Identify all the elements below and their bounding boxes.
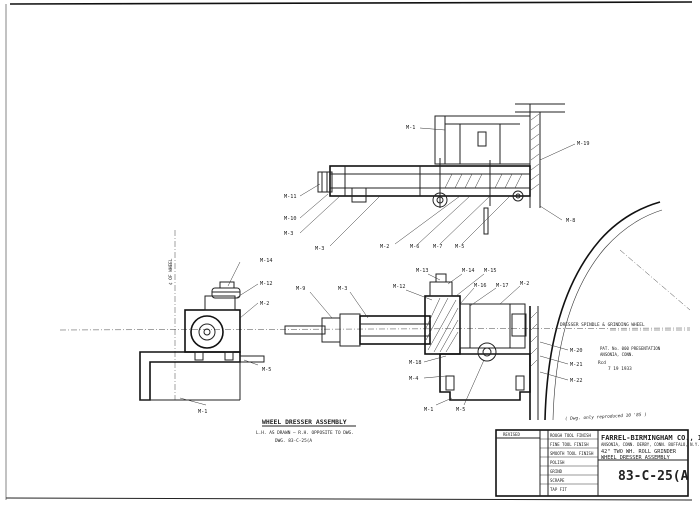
label-m1-left: M-1 [198, 409, 207, 415]
label-m3-upper-a: M-3 [284, 231, 293, 237]
label-m1-lower: M-1 [424, 407, 433, 413]
svg-text:7 19 1933: 7 19 1933 [608, 366, 632, 372]
handwritten-note: ( Dwg. only reproduced 10 '85 ) [565, 412, 647, 422]
view-caption: WHEEL DRESSER ASSEMBLY L.H. AS DRAWN — R… [256, 418, 356, 444]
revised-label: REVISED [503, 432, 520, 437]
label-m4: M-4 [409, 376, 418, 382]
svg-text:PAT. No. 000 PRESENTATION: PAT. No. 000 PRESENTATION [600, 346, 661, 351]
label-m5-left: M-5 [262, 367, 271, 373]
label-m13: M-13 [416, 268, 429, 274]
svg-text:SMOOTH TOOL FINISH: SMOOTH TOOL FINISH [550, 451, 594, 456]
label-m11: M-11 [284, 194, 297, 200]
company-cities: ANSONIA, CONN. DERBY, CONN. BUFFALO, N.Y… [601, 442, 700, 447]
label-m2-left: M-2 [260, 301, 269, 307]
label-m3-upper-b: M-3 [315, 246, 324, 252]
caption-dwg: DWG. 83-C-25(A [275, 438, 312, 444]
svg-text:Rcd: Rcd [598, 360, 606, 366]
drawing-desc-1: 42" TWO WH. ROLL GRINDER [601, 449, 677, 455]
flange-hatch [530, 311, 538, 367]
lower-labels: M-9 M-3 M-13 M-14 M-15 M-12 M-16 M-17 M-… [296, 268, 583, 413]
label-m19: M-19 [577, 141, 590, 147]
label-m16: M-16 [474, 283, 487, 289]
sheet-border [5, 1, 693, 501]
label-m8: M-8 [566, 218, 575, 224]
label-m10: M-10 [284, 216, 297, 222]
label-m7: M-7 [433, 244, 442, 250]
caption-title: WHEEL DRESSER ASSEMBLY [262, 418, 347, 426]
housing-hatch [425, 297, 459, 353]
svg-text:ANSONIA, CONN.: ANSONIA, CONN. [600, 352, 634, 357]
caption-note: L.H. AS DRAWN — R.H. OPPOSITE TO DWG. [256, 430, 354, 436]
left-end-view [139, 281, 265, 401]
received-stamp: PAT. No. 000 PRESENTATION ANSONIA, CONN.… [598, 346, 661, 372]
label-m22: M-22 [570, 378, 583, 384]
label-m5-lower: M-5 [456, 407, 465, 413]
title-block: REVISED ROUGH TOOL FINISH FINE TOOL FINI… [495, 429, 700, 497]
upper-hatch [530, 113, 540, 191]
company-name: FARREL-BIRMINGHAM CO., INC. [601, 434, 700, 442]
upper-labels: M-1 M-19 M-11 M-10 M-3 M-3 M-2 M-6 M-7 M… [284, 125, 590, 252]
label-m5-upper: M-5 [455, 244, 464, 250]
left-labels: M-14 M-12 M-2 M-5 M-1 [179, 258, 273, 415]
tube-hatch [444, 173, 523, 189]
label-m9: M-9 [296, 286, 305, 292]
label-m14-lower: M-14 [462, 268, 475, 274]
horizontal-centerline [59, 327, 691, 331]
label-m14-left: M-14 [260, 258, 273, 264]
label-m3-lower: M-3 [338, 286, 347, 292]
label-m20: M-20 [570, 348, 583, 354]
svg-text:TAP FIT: TAP FIT [550, 487, 567, 492]
label-m12-lower: M-12 [393, 284, 406, 290]
label-m17: M-17 [496, 283, 509, 289]
grinding-wheel [544, 201, 691, 421]
label-m21: M-21 [570, 362, 583, 368]
lower-view [284, 273, 539, 420]
svg-text:ROUGH TOOL FINISH: ROUGH TOOL FINISH [550, 433, 592, 438]
finish-notes: ROUGH TOOL FINISH FINE TOOL FINISH SMOOT… [540, 433, 598, 492]
label-m2-upper: M-2 [380, 244, 389, 250]
label-m6: M-6 [410, 244, 419, 250]
label-m12-left: M-12 [260, 281, 273, 287]
drawing-desc-2: WHEEL DRESSER ASSEMBLY [601, 455, 671, 461]
label-m18: M-18 [409, 360, 422, 366]
svg-text:GRIND: GRIND [550, 469, 563, 474]
svg-text:FINE TOOL FINISH: FINE TOOL FINISH [550, 442, 589, 447]
upper-view [317, 103, 565, 235]
label-m15: M-15 [484, 268, 497, 274]
label-m2-lower: M-2 [520, 281, 529, 287]
dresser-spindle-note: DRESSER SPINDLE & GRINDING WHEEL [560, 322, 645, 328]
center-of-wheel-label: ¢ OF WHEEL [168, 258, 174, 285]
label-m1-upper: M-1 [406, 125, 415, 131]
svg-text:POLISH: POLISH [550, 460, 565, 465]
drawing-number: 83-C-25(A [618, 469, 689, 484]
svg-text:SCRAPE: SCRAPE [550, 478, 565, 483]
